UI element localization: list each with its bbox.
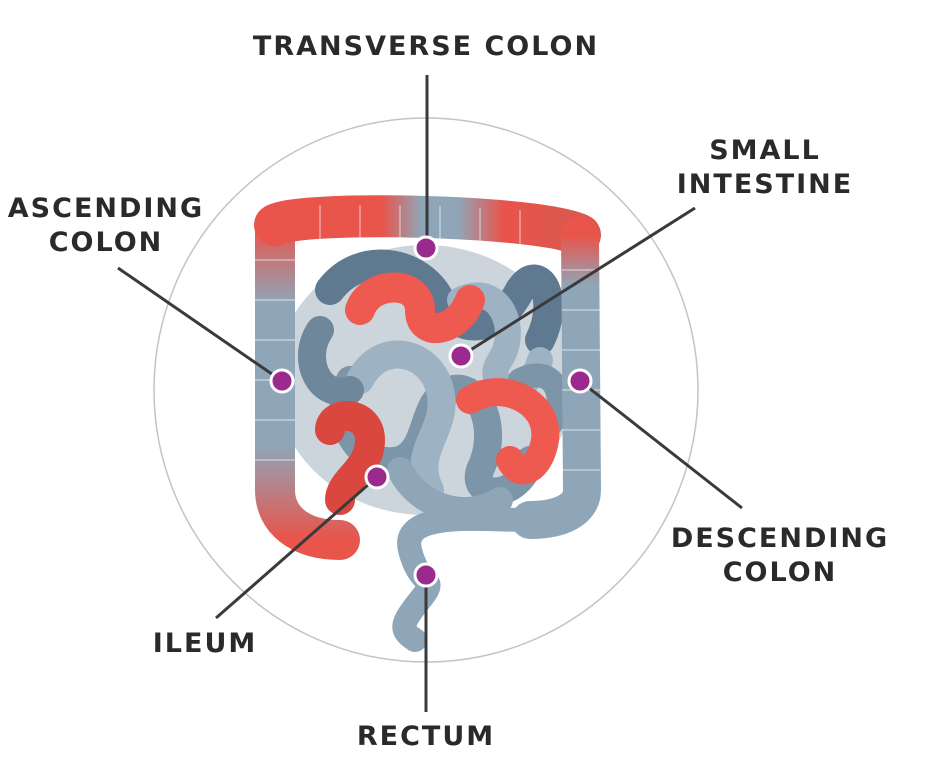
- ascending-colon-shape: [255, 205, 360, 560]
- label-descending-colon: DESCENDING COLON: [660, 522, 900, 590]
- label-small-intestine-line1: SMALL: [709, 135, 821, 166]
- marker-small-intestine: [448, 343, 474, 369]
- label-transverse-colon-text: TRANSVERSE COLON: [252, 31, 600, 62]
- label-ileum-text: ILEUM: [152, 628, 258, 659]
- transverse-colon-shape: [254, 195, 601, 256]
- leader-line-ascending: [117, 266, 283, 383]
- label-rectum-text: RECTUM: [356, 721, 496, 752]
- marker-ascending-colon: [269, 368, 295, 394]
- label-ascending-colon-line2: COLON: [48, 227, 164, 258]
- label-ascending-colon: ASCENDING COLON: [0, 192, 212, 260]
- label-small-intestine-line2: INTESTINE: [676, 169, 854, 200]
- label-descending-colon-line1: DESCENDING: [670, 523, 890, 554]
- leader-lines: [117, 75, 743, 712]
- label-ileum: ILEUM: [140, 627, 270, 661]
- leader-line-small-intestine: [460, 206, 696, 358]
- leader-line-descending: [579, 379, 743, 510]
- colon-ridges: [255, 205, 600, 471]
- marker-rectum: [413, 562, 439, 588]
- marker-descending-colon: [567, 368, 593, 394]
- leader-line-ileum: [215, 475, 378, 620]
- label-descending-colon-line2: COLON: [722, 557, 838, 588]
- label-transverse-colon: TRANSVERSE COLON: [236, 30, 616, 64]
- marker-transverse-colon: [413, 235, 439, 261]
- inflamed-loops: [315, 272, 560, 515]
- label-rectum: RECTUM: [340, 720, 512, 754]
- markers: [269, 235, 593, 588]
- marker-ileum: [364, 464, 390, 490]
- label-ascending-colon-line1: ASCENDING: [7, 193, 205, 224]
- label-small-intestine: SMALL INTESTINE: [660, 134, 870, 202]
